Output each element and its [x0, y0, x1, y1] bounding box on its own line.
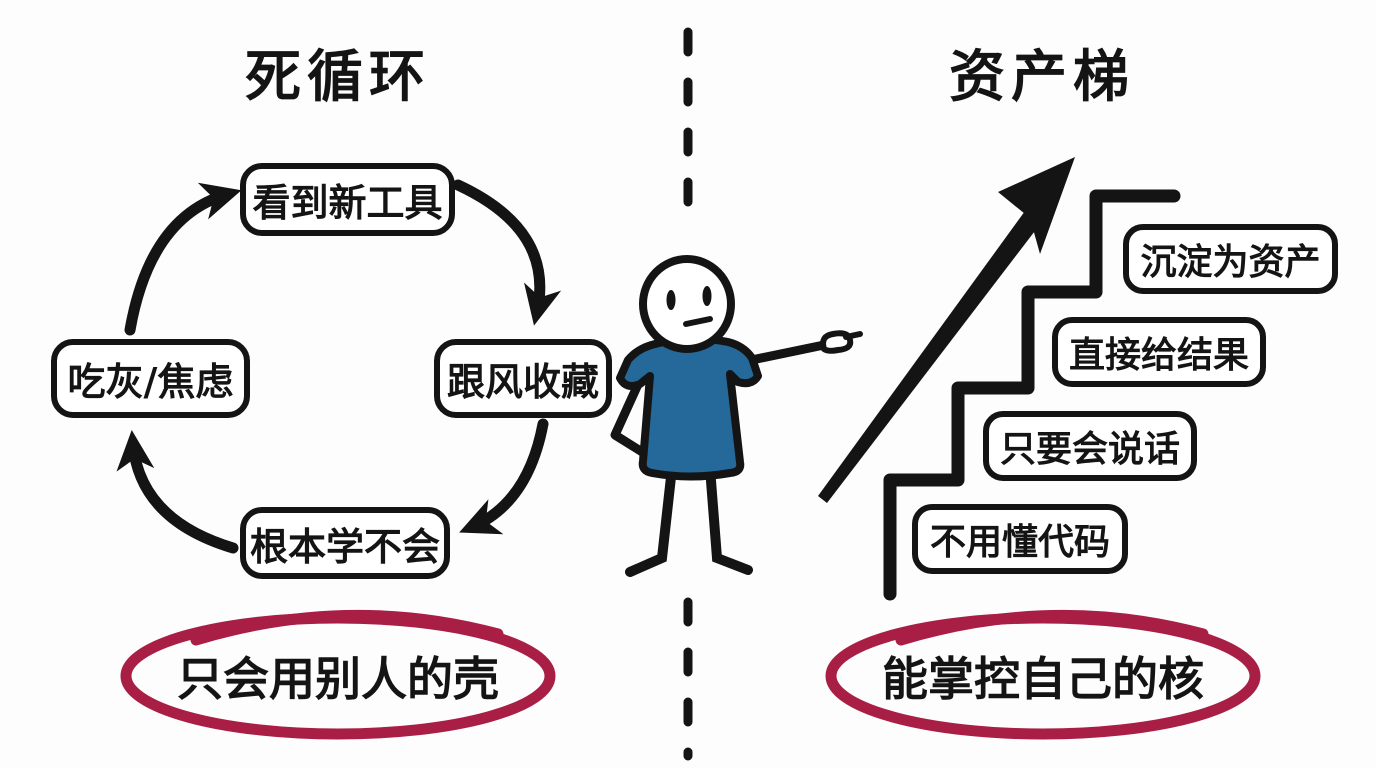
cycle-node-bottom: 根本学不会 — [240, 507, 450, 579]
figure-shirt — [616, 334, 762, 481]
highlight-ovals — [120, 609, 1261, 740]
figure-legs — [625, 463, 753, 577]
figure-mouth — [683, 316, 713, 327]
cycle-arrow-top-to-right — [452, 179, 562, 326]
cycle-arrows — [116, 179, 562, 554]
figure-finger — [843, 331, 863, 340]
cycle-node-top: 看到新工具 — [240, 163, 455, 236]
right-title: 资产梯 — [949, 44, 1135, 110]
left-conclusion-text: 只会用别人的壳 — [177, 652, 499, 706]
figure-right-eye — [702, 286, 712, 306]
stick-figure — [610, 255, 863, 577]
staircase-outline — [883, 189, 1181, 601]
ladder-step-1: 不用懂代码 — [912, 504, 1128, 574]
figure-left-eye — [666, 290, 676, 310]
figure-head — [639, 255, 735, 353]
ladder-step-4: 沉淀为资产 — [1123, 224, 1338, 294]
ladder-step-2: 只要会说话 — [983, 411, 1197, 481]
growth-arrow — [818, 157, 1075, 503]
right-conclusion-text: 能掌控自己的核 — [882, 652, 1204, 706]
cycle-node-right: 跟风收藏 — [434, 339, 612, 418]
cycle-arrow-left-to-top — [124, 182, 242, 336]
left-oval-overstroke — [190, 609, 504, 646]
cycle-node-left: 吃灰/焦虑 — [51, 339, 250, 418]
cycle-arrow-bottom-to-left — [116, 430, 239, 554]
left-title: 死循环 — [245, 44, 431, 110]
cycle-arrow-right-to-bottom — [459, 418, 549, 535]
right-oval-overstroke — [895, 609, 1209, 646]
ladder-step-3: 直接给结果 — [1052, 317, 1266, 387]
